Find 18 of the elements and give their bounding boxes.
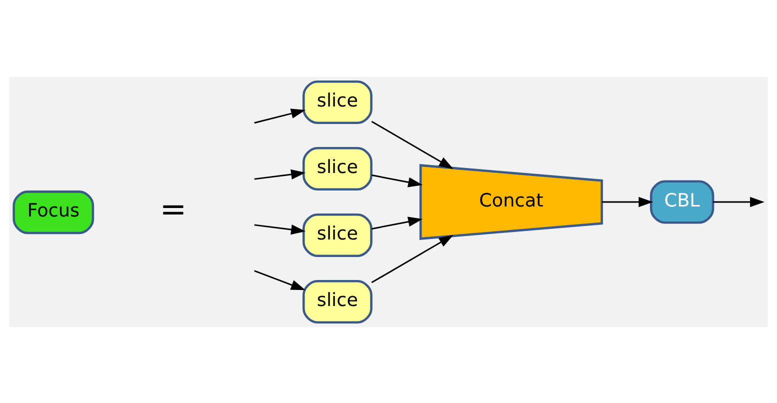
node-box: CBL xyxy=(650,180,714,224)
arrow xyxy=(371,234,454,283)
arrow xyxy=(371,120,454,168)
node-box: slice xyxy=(302,80,372,124)
node-box: slice xyxy=(302,279,372,324)
arrow xyxy=(254,270,306,290)
node-box: Focus xyxy=(12,190,94,234)
node-box: slice xyxy=(302,146,372,190)
arrow xyxy=(254,224,306,234)
node-box: Concat xyxy=(419,164,603,240)
arrow xyxy=(254,168,306,180)
label: = xyxy=(160,190,187,228)
arrow xyxy=(602,196,654,207)
arrow xyxy=(713,196,765,207)
arrow xyxy=(372,216,423,230)
arrow xyxy=(254,108,306,124)
node-box: slice xyxy=(302,212,372,257)
arrow xyxy=(372,174,423,187)
